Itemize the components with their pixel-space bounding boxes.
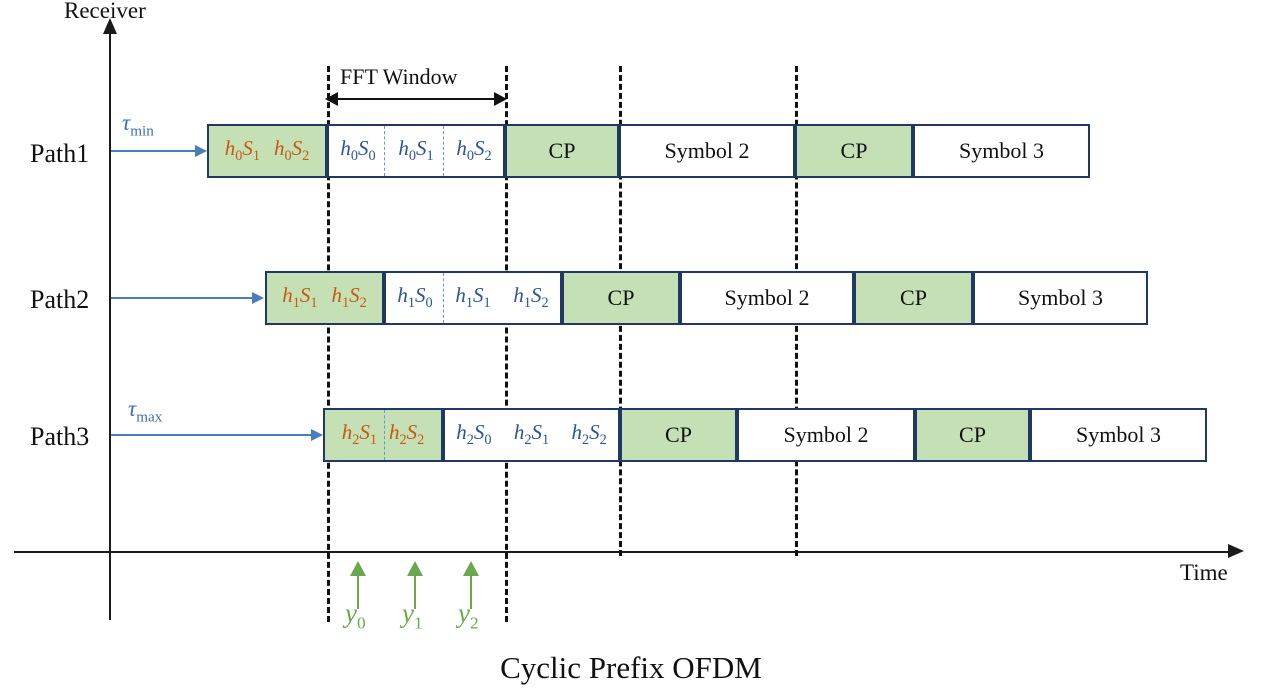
path3-symbol2-block: Symbol 2 — [737, 408, 915, 462]
path3-symbol1-block: h2S0 h2S1 h2S2 — [443, 408, 620, 462]
path2-cp2-block: CP — [562, 271, 680, 325]
sample-arrow-0 — [357, 575, 359, 609]
path2-symbol1-cell-1: h1S1 — [455, 283, 491, 312]
path1-symbol1-subrow: h0S0 h0S1 h0S2 — [329, 126, 503, 176]
path3-symbol2-label: Symbol 2 — [783, 422, 869, 447]
path-label-2: Path2 — [30, 285, 90, 314]
path3-cp-cell-1: h2S2 — [389, 420, 425, 449]
fft-window-arrow-right-icon — [494, 92, 507, 106]
path3-cp2-block: CP — [620, 408, 737, 462]
path1-cp3-block: CP — [795, 124, 913, 178]
path1-cp-block: h0S1 h0S2 — [207, 124, 327, 178]
y-axis-label: Receiver — [64, 0, 146, 23]
path2-symbol1-subrow: h1S0 h1S1 h1S2 — [386, 273, 560, 323]
path1-cp2-label: CP — [548, 138, 576, 163]
path2-symbol2-label: Symbol 2 — [724, 285, 810, 310]
x-axis-label: Time — [1180, 560, 1228, 585]
path1-cp-cell-1: h0S2 — [274, 136, 310, 165]
path1-symbol3-block: Symbol 3 — [913, 124, 1090, 178]
tau-min-arrow-head-icon — [195, 145, 207, 157]
path1-cp3-label: CP — [840, 138, 868, 163]
path-label-3: Path3 — [30, 422, 90, 451]
sample-arrow-1 — [414, 575, 416, 609]
path2-cp3-label: CP — [900, 285, 927, 310]
sample-label-2: y2 — [458, 598, 479, 633]
tau-min-subscript: min — [130, 122, 154, 140]
tau-min-symbol: τ — [122, 110, 131, 135]
horizontal-axis-arrow-icon — [1228, 544, 1244, 558]
fft-window-label: FFT Window — [340, 64, 458, 89]
path2-symbol1-cell-0: h1S0 — [397, 283, 433, 312]
path1-symbol1-block: h0S0 h0S1 h0S2 — [327, 124, 505, 178]
path3-symbol1-cell-0: h2S0 — [456, 420, 492, 449]
path3-symbol1-cell-1: h2S1 — [513, 420, 550, 449]
path2-symbol1-cell-2: h1S2 — [513, 283, 549, 312]
path1-sample-divider-1 — [443, 126, 444, 176]
path3-cp-block: h2S1 h2S2 — [323, 408, 443, 462]
tau-max-subscript: max — [136, 408, 163, 426]
path2-cp-cell-1: h1S2 — [331, 283, 367, 312]
path1-symbol2-block: Symbol 2 — [619, 124, 795, 178]
guide-line-fft-end — [505, 66, 508, 622]
tau-min-label: τmin — [122, 110, 154, 141]
sample-arrow-head-0-icon — [350, 561, 366, 576]
fft-window-arrow — [333, 98, 500, 100]
path3-cp-divider-0 — [384, 410, 385, 460]
path2-cp3-block: CP — [854, 271, 973, 325]
path1-cp2-block: CP — [505, 124, 619, 178]
sample-arrow-2 — [470, 575, 472, 609]
path3-cp-cell-0: h2S1 — [341, 420, 377, 449]
vertical-axis — [109, 30, 111, 620]
path2-symbol3-block: Symbol 3 — [973, 271, 1148, 325]
path2-arrow — [111, 297, 254, 299]
horizontal-axis — [14, 551, 1232, 553]
path3-cp3-label: CP — [959, 422, 986, 447]
tau-min-arrow — [111, 150, 197, 152]
path3-symbol1-subrow: h2S0 h2S1 h2S2 — [445, 410, 618, 460]
path2-cp-cell-0: h1S1 — [282, 283, 318, 312]
path3-cp3-block: CP — [915, 408, 1030, 462]
path1-symbol2-label: Symbol 2 — [664, 138, 750, 163]
path1-symbol1-cell-2: h0S2 — [456, 136, 492, 165]
path2-symbol3-label: Symbol 3 — [1018, 285, 1103, 310]
path3-cp2-label: CP — [665, 422, 692, 447]
path1-symbol1-cell-1: h0S1 — [398, 136, 434, 165]
sample-arrow-head-1-icon — [407, 561, 423, 576]
tau-max-symbol: τ — [128, 396, 137, 421]
path1-cp-cell-0: h0S1 — [224, 136, 260, 165]
tau-max-arrow-head-icon — [311, 429, 323, 441]
figure-caption: Cyclic Prefix OFDM — [500, 650, 762, 685]
sample-arrow-head-2-icon — [463, 561, 479, 576]
path3-symbol3-block: Symbol 3 — [1030, 408, 1207, 462]
path3-symbol1-cell-2: h2S2 — [571, 420, 607, 449]
sample-label-0: y0 — [345, 598, 366, 633]
vertical-axis-arrow-icon — [103, 18, 117, 34]
path2-cp-block: h1S1 h1S2 — [265, 271, 384, 325]
path1-symbol1-cell-0: h0S0 — [340, 136, 376, 165]
path-label-1: Path1 — [30, 139, 90, 168]
path2-symbol1-block: h1S0 h1S1 h1S2 — [384, 271, 562, 325]
tau-max-label: τmax — [128, 396, 162, 427]
path1-symbol3-label: Symbol 3 — [959, 138, 1044, 163]
path2-cp2-label: CP — [607, 285, 635, 310]
path2-arrow-head-icon — [252, 292, 264, 304]
sample-label-1: y1 — [402, 598, 423, 633]
path2-sample-divider-0 — [443, 273, 444, 323]
tau-max-arrow — [111, 434, 313, 436]
guide-line-fft-start — [327, 66, 330, 622]
path1-sample-divider-0 — [384, 126, 385, 176]
path2-symbol2-block: Symbol 2 — [680, 271, 854, 325]
path3-symbol3-label: Symbol 3 — [1076, 422, 1161, 447]
fft-window-arrow-left-icon — [325, 92, 338, 106]
